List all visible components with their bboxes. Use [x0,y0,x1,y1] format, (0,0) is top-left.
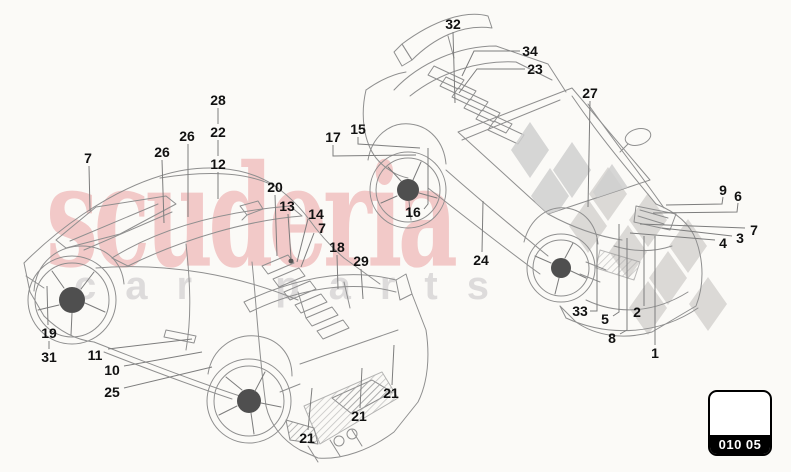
rear-view-car [23,167,429,463]
part-code-box: 010 05 [708,390,772,456]
part-code-label: 010 05 [710,435,770,454]
